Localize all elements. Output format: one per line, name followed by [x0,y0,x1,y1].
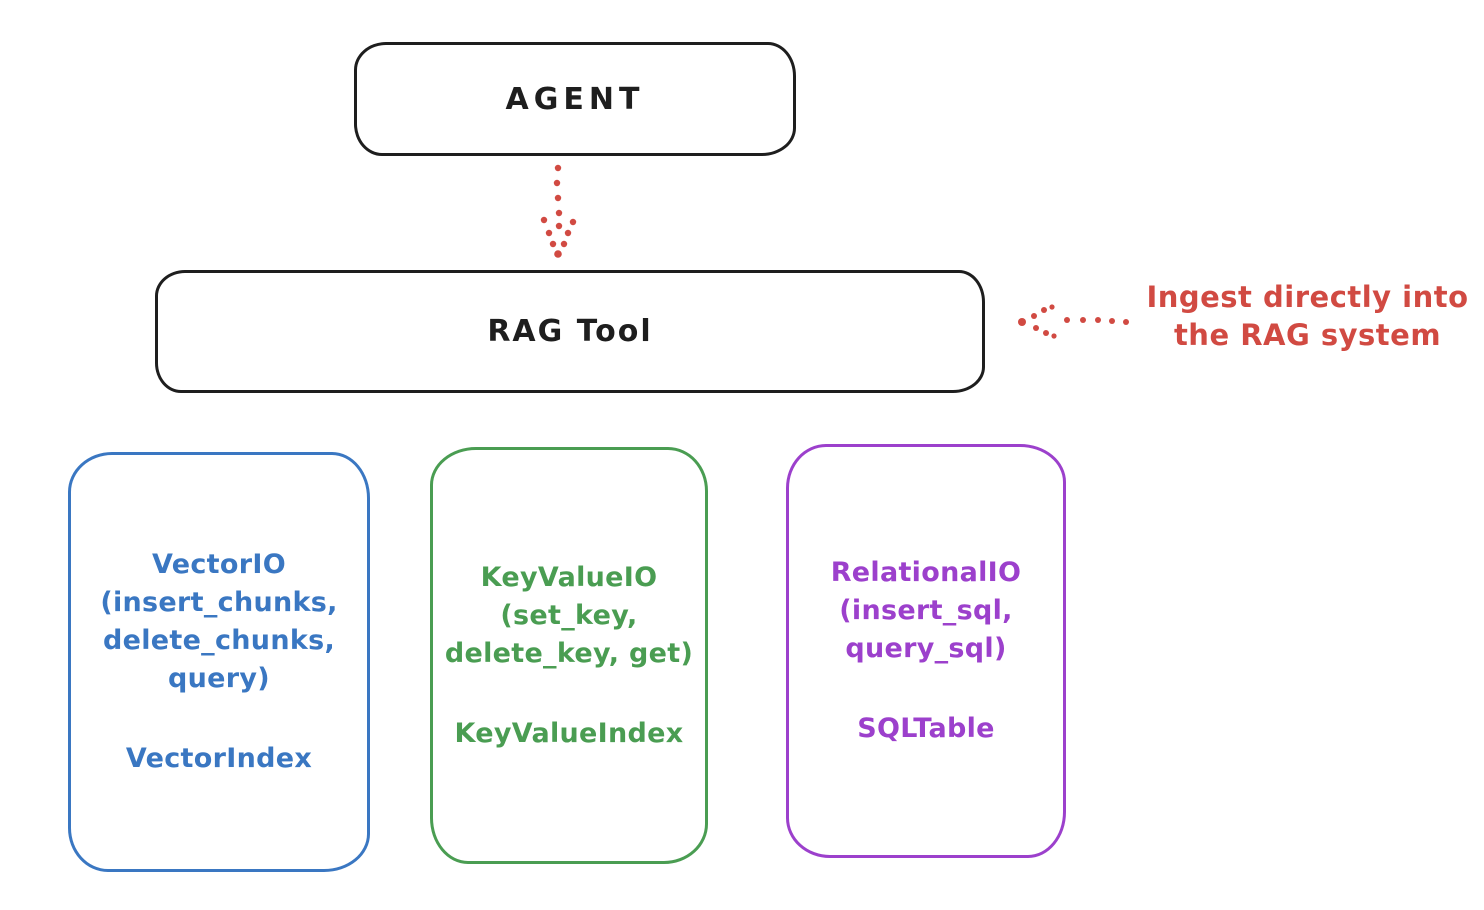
relational-io-line: RelationalIO [830,557,1022,588]
vector-io-line: VectorIO [152,549,286,580]
ingest-annotation-line1: Ingest directly into [1146,280,1469,314]
keyvalue-io-line: delete_key, get) [444,637,694,669]
rag-tool-label: RAG Tool [487,314,653,349]
vector-io-line: query) [168,663,270,694]
relational-io-line: query_sql) [845,633,1007,664]
vector-io-line: (insert_chunks, [100,587,338,618]
relational-io-title-block: RelationalIO (insert_sql, query_sql) [831,554,1022,668]
relational-io-box: RelationalIO (insert_sql, query_sql) SQL… [786,444,1066,858]
ingest-annotation: Ingest directly into the RAG system [1135,278,1480,354]
dotted-arrow-down-icon [540,164,577,258]
vector-io-line: delete_chunks, [102,625,336,656]
dotted-arrow-left-icon [1018,304,1129,339]
keyvalue-index-label: KeyValueIndex [454,717,684,749]
keyvalue-io-line: (set_key, [500,599,638,631]
keyvalue-io-box: KeyValueIO (set_key, delete_key, get) Ke… [430,447,708,864]
keyvalue-io-title-block: KeyValueIO (set_key, delete_key, get) [445,559,693,673]
vector-io-title-block: VectorIO (insert_chunks, delete_chunks, … [100,546,337,698]
ingest-annotation-line2: the RAG system [1173,318,1442,352]
rag-tool-node: RAG Tool [155,270,985,393]
vector-index-label: VectorIndex [125,743,313,774]
agent-label: AGENT [505,81,645,117]
vector-io-box: VectorIO (insert_chunks, delete_chunks, … [68,452,370,872]
relational-io-line: (insert_sql, [839,595,1013,626]
sql-table-label: SQLTable [857,713,995,744]
agent-node: AGENT [354,42,796,156]
keyvalue-io-line: KeyValueIO [480,561,658,593]
